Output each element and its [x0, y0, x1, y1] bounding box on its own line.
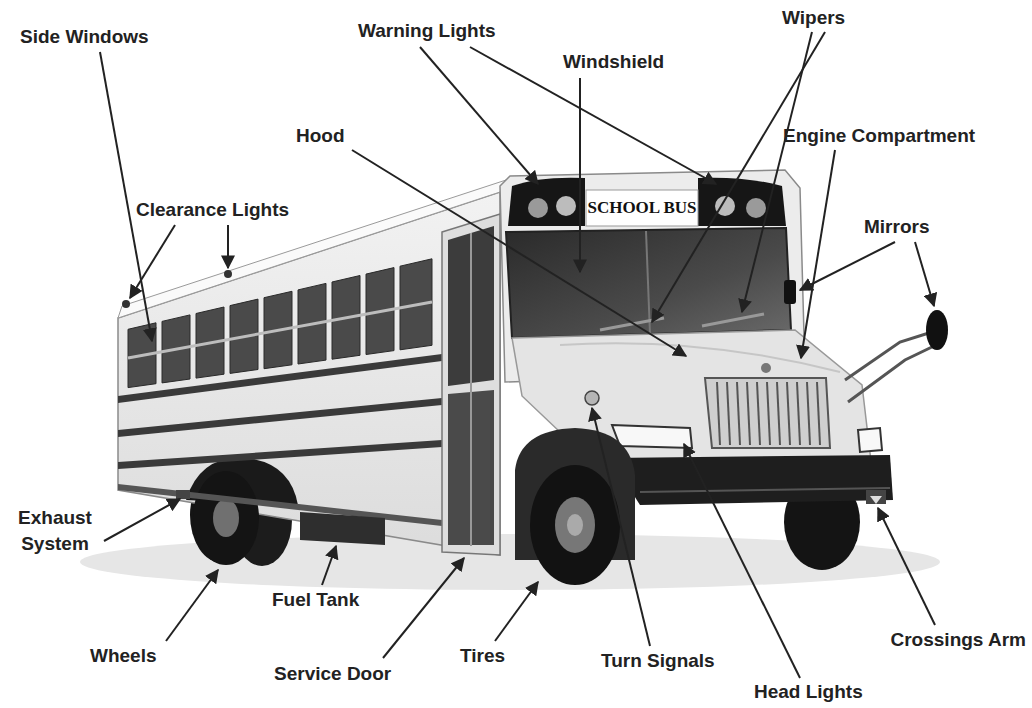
part-label: Crossings Arm	[891, 629, 1027, 651]
part-label: Hood	[296, 125, 345, 147]
part-label: Fuel Tank	[272, 589, 359, 611]
part-label: Turn Signals	[601, 650, 715, 672]
part-label: Engine Compartment	[783, 125, 975, 147]
part-label: Exhaust System	[5, 505, 105, 557]
part-label: Wheels	[90, 645, 157, 667]
part-label: Warning Lights	[358, 20, 496, 42]
part-label: Side Windows	[20, 26, 149, 48]
part-label: Windshield	[563, 51, 664, 73]
part-label: Wipers	[782, 7, 845, 29]
part-label: Clearance Lights	[136, 199, 289, 221]
part-label: Service Door	[274, 663, 391, 685]
bus-sign-text: SCHOOL BUS	[586, 194, 698, 222]
part-label: Mirrors	[864, 216, 929, 238]
part-label: Head Lights	[754, 681, 863, 703]
part-label: Tires	[460, 645, 505, 667]
